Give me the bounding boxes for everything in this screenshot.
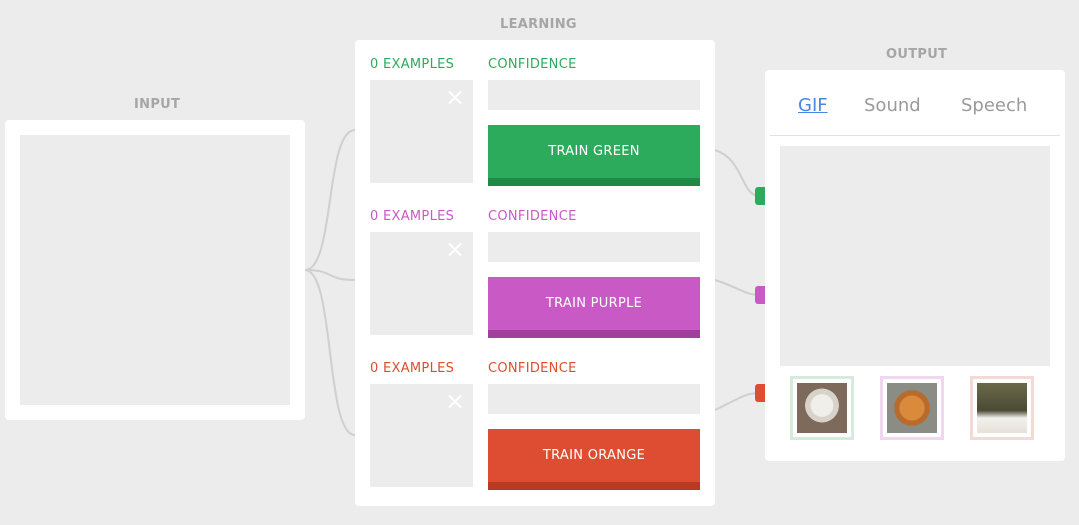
purple-clear-icon[interactable] xyxy=(448,242,462,256)
green-examples-box xyxy=(370,80,473,183)
train-purple-label: TRAIN PURPLE xyxy=(545,296,643,311)
orange-examples-count: 0 EXAMPLES xyxy=(370,361,455,376)
purple-examples-box xyxy=(370,232,473,335)
bunny-image xyxy=(977,383,1027,433)
tab-sound[interactable]: Sound xyxy=(864,95,921,116)
green-examples-count: 0 EXAMPLES xyxy=(370,57,455,72)
gif-thumbnail-1[interactable] xyxy=(790,376,854,440)
orange-connector xyxy=(755,384,765,402)
tab-divider xyxy=(770,135,1060,136)
orange-confidence-label: CONFIDENCE xyxy=(488,361,577,376)
button-shadow xyxy=(488,330,700,338)
tab-speech[interactable]: Speech xyxy=(961,95,1028,116)
orange-cat-image xyxy=(887,383,937,433)
learning-section-label: LEARNING xyxy=(500,17,577,32)
purple-confidence-label: CONFIDENCE xyxy=(488,209,577,224)
green-confidence-label: CONFIDENCE xyxy=(488,57,577,72)
train-green-button[interactable]: TRAIN GREEN xyxy=(488,125,700,186)
train-purple-button[interactable]: TRAIN PURPLE xyxy=(488,277,700,338)
green-confidence-bar xyxy=(488,80,700,110)
purple-examples-count: 0 EXAMPLES xyxy=(370,209,455,224)
learning-panel: 0 EXAMPLES CONFIDENCE TRAIN GREEN 0 EXAM… xyxy=(355,40,715,506)
purple-connector xyxy=(755,286,765,304)
train-orange-label: TRAIN ORANGE xyxy=(542,448,646,463)
input-panel xyxy=(5,120,305,420)
gif-preview xyxy=(780,146,1050,366)
button-shadow xyxy=(488,482,700,490)
webcam-preview xyxy=(20,135,290,405)
gif-thumbnail-3[interactable] xyxy=(970,376,1034,440)
orange-examples-box xyxy=(370,384,473,487)
purple-confidence-bar xyxy=(488,232,700,262)
output-panel: GIF Sound Speech xyxy=(765,70,1065,461)
gif-thumbnail-2[interactable] xyxy=(880,376,944,440)
output-section-label: OUTPUT xyxy=(886,47,948,62)
train-green-label: TRAIN GREEN xyxy=(548,144,640,159)
orange-confidence-bar xyxy=(488,384,700,414)
orange-clear-icon[interactable] xyxy=(448,394,462,408)
train-orange-button[interactable]: TRAIN ORANGE xyxy=(488,429,700,490)
input-section-label: INPUT xyxy=(134,97,181,112)
tab-gif[interactable]: GIF xyxy=(798,95,828,116)
green-connector xyxy=(755,187,765,205)
button-shadow xyxy=(488,178,700,186)
white-dog-image xyxy=(797,383,847,433)
green-clear-icon[interactable] xyxy=(448,90,462,104)
